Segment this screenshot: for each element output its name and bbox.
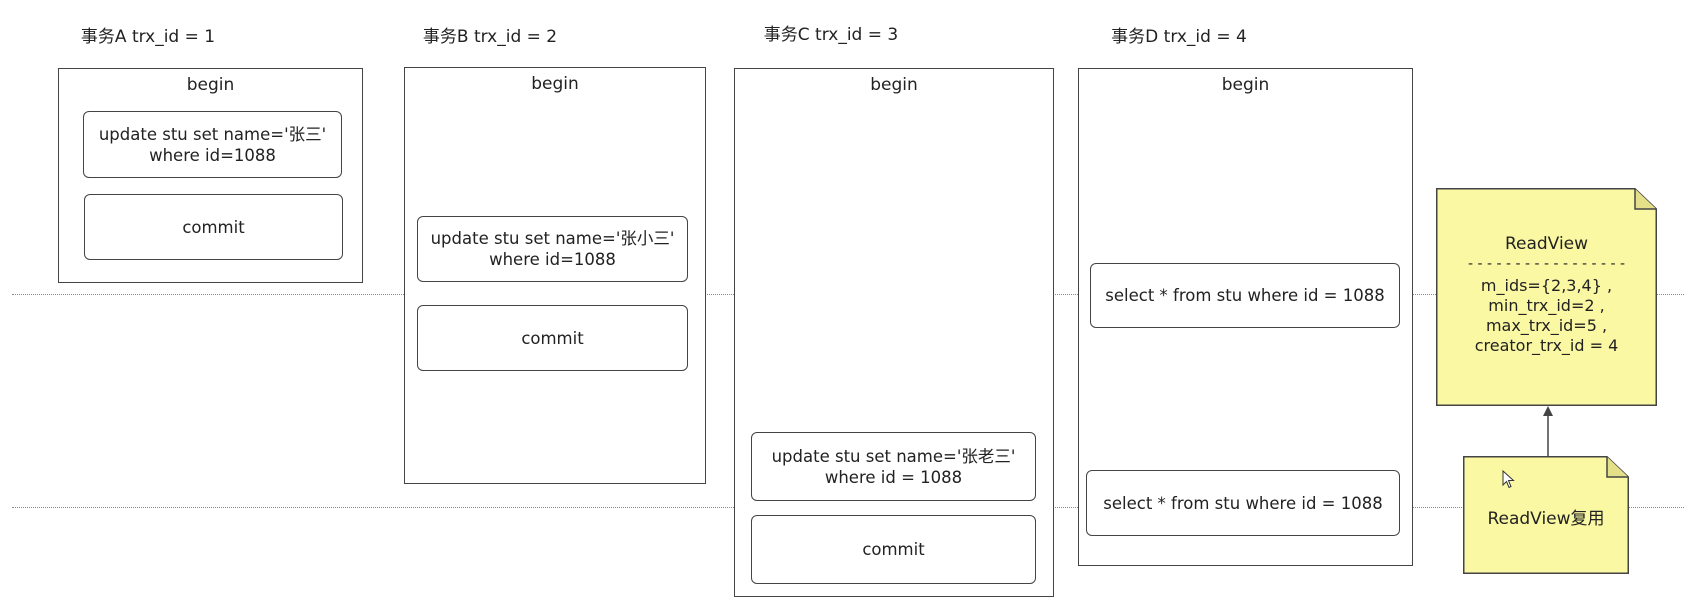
transaction-a-title: 事务A trx_id = 1 [80, 27, 216, 47]
transaction-b-begin: begin [531, 74, 579, 94]
readview-m-ids: m_ids={2,3,4} , [1480, 276, 1613, 295]
transaction-d-begin: begin [1221, 75, 1270, 95]
transaction-a-update-line1: update stu set name='张三' [98, 124, 327, 144]
readview-note-shape [1436, 188, 1657, 406]
readview-note: ReadView - - - - - - - - - - - - - - - -… [1436, 188, 1657, 406]
readview-reuse-label: ReadView复用 [1487, 509, 1605, 529]
reuse-arrow [1543, 406, 1553, 461]
transaction-a-update-line2: where id=1088 [149, 145, 276, 165]
transaction-d-select-2: select * from stu where id = 1088 [1086, 470, 1400, 536]
transaction-c-lane: begin [734, 68, 1054, 597]
transaction-b-commit: commit [417, 305, 688, 371]
transaction-c-update: update stu set name='张老三' where id = 108… [751, 432, 1036, 501]
transaction-b-update-line2: where id=1088 [489, 250, 616, 269]
transaction-a-commit: commit [84, 194, 343, 260]
readview-fields: m_ids={2,3,4} , min_trx_id=2 , max_trx_i… [1436, 276, 1657, 356]
transaction-b-update-line1: update stu set name='张小三' [430, 229, 675, 248]
readview-title: ReadView [1504, 234, 1589, 254]
readview-separator: - - - - - - - - - - - - - - - - - [1467, 256, 1626, 272]
transaction-b-update: update stu set name='张小三' where id=1088 [417, 216, 688, 282]
transaction-b-title: 事务B trx_id = 2 [422, 27, 558, 47]
transaction-a-update: update stu set name='张三' where id=1088 [83, 111, 342, 178]
mouse-cursor-icon [1502, 470, 1515, 489]
readview-max-trx-id: max_trx_id=5 , [1485, 316, 1608, 335]
transaction-c-update-line2: where id = 1088 [824, 467, 963, 487]
readview-reuse-note-shape [1463, 456, 1629, 574]
readview-reuse-note: ReadView复用 [1463, 456, 1629, 574]
transaction-c-commit: commit [751, 515, 1036, 584]
transaction-d-title: 事务D trx_id = 4 [1111, 27, 1247, 47]
transaction-c-begin: begin [870, 75, 918, 95]
transaction-c-update-line1: update stu set name='张老三' [771, 446, 1016, 466]
transaction-c-title: 事务C trx_id = 3 [763, 25, 899, 45]
transaction-d-select-1: select * from stu where id = 1088 [1090, 263, 1400, 328]
transaction-a-begin: begin [186, 75, 235, 95]
readview-min-trx-id: min_trx_id=2 , [1488, 296, 1605, 315]
readview-creator-trx-id: creator_trx_id = 4 [1474, 336, 1619, 355]
